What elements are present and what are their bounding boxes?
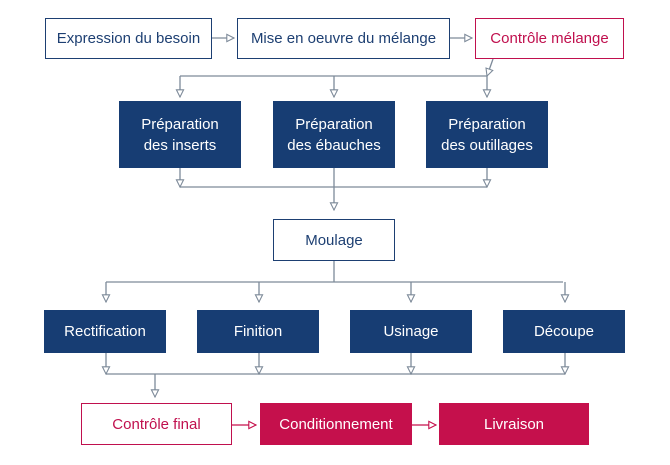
box-label-line-1: Préparation	[141, 115, 219, 133]
box-decoupe: Découpe	[503, 310, 625, 353]
box-conditionnement: Conditionnement	[260, 403, 412, 445]
box-mise-en-oeuvre: Mise en oeuvre du mélange	[237, 18, 450, 59]
box-preparation-outillages: Préparation des outillages	[426, 101, 548, 168]
box-label: Contrôle final	[112, 415, 201, 433]
box-label-line-2: des ébauches	[287, 136, 381, 154]
box-label-line-2: des inserts	[143, 136, 217, 154]
box-controle-final: Contrôle final	[81, 403, 232, 445]
box-label: Conditionnement	[279, 415, 393, 433]
box-label: Rectification	[64, 323, 146, 340]
box-preparation-inserts: Préparation des inserts	[119, 101, 241, 168]
box-label: Contrôle mélange	[490, 30, 609, 47]
box-label: Expression du besoin	[56, 30, 201, 47]
box-livraison: Livraison	[439, 403, 589, 445]
box-label: Finition	[233, 323, 283, 340]
box-moulage: Moulage	[273, 219, 395, 261]
box-usinage: Usinage	[350, 310, 472, 353]
box-label: Découpe	[533, 323, 595, 340]
box-finition: Finition	[197, 310, 319, 353]
box-preparation-ebauches: Préparation des ébauches	[273, 101, 395, 168]
box-rectification: Rectification	[44, 310, 166, 353]
box-label: Livraison	[483, 415, 545, 433]
box-label-line-1: Préparation	[448, 115, 526, 133]
box-expression-du-besoin: Expression du besoin	[45, 18, 212, 59]
box-label-line-2: des outillages	[441, 136, 533, 154]
box-label: Mise en oeuvre du mélange	[250, 30, 437, 47]
box-controle-melange: Contrôle mélange	[475, 18, 624, 59]
arrow-controle-to-bus	[487, 58, 493, 76]
box-label: Moulage	[305, 231, 363, 249]
box-label: Usinage	[383, 323, 439, 340]
box-label-line-1: Préparation	[295, 115, 373, 133]
